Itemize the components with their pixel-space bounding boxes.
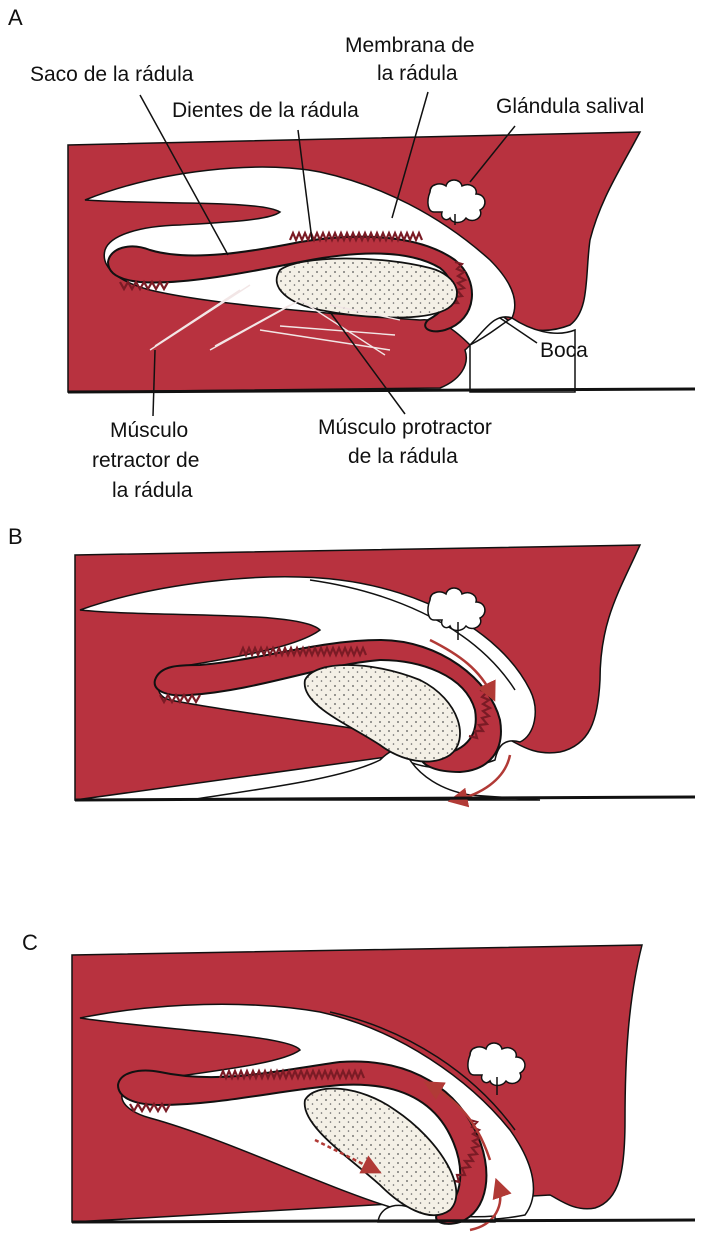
label-dientes-radula: Dientes de la rádula	[172, 99, 359, 122]
panel-b: B	[8, 524, 695, 800]
label-membrana-1: Membrana de	[345, 34, 475, 57]
panel-c: C	[22, 930, 695, 1230]
label-saco-radula: Saco de la rádula	[30, 63, 194, 86]
label-membrana-2: la rádula	[377, 62, 458, 85]
label-glandula-salival: Glándula salival	[496, 95, 644, 118]
label-retractor-3: la rádula	[112, 479, 193, 502]
label-protractor-2: de la rádula	[348, 445, 458, 468]
label-boca: Boca	[540, 339, 588, 362]
label-protractor-1: Músculo protractor	[318, 416, 492, 439]
panel-letter-a: A	[8, 5, 23, 30]
substrate-line-c	[72, 1220, 695, 1222]
panel-letter-c: C	[22, 930, 38, 955]
substrate-line-b	[75, 797, 695, 800]
panel-letter-b: B	[8, 524, 23, 549]
label-retractor-1: Músculo	[110, 419, 188, 442]
panel-a: A Saco de la rádula Membrana de la rádul…	[8, 5, 695, 502]
label-retractor-2: retractor de	[92, 449, 199, 472]
